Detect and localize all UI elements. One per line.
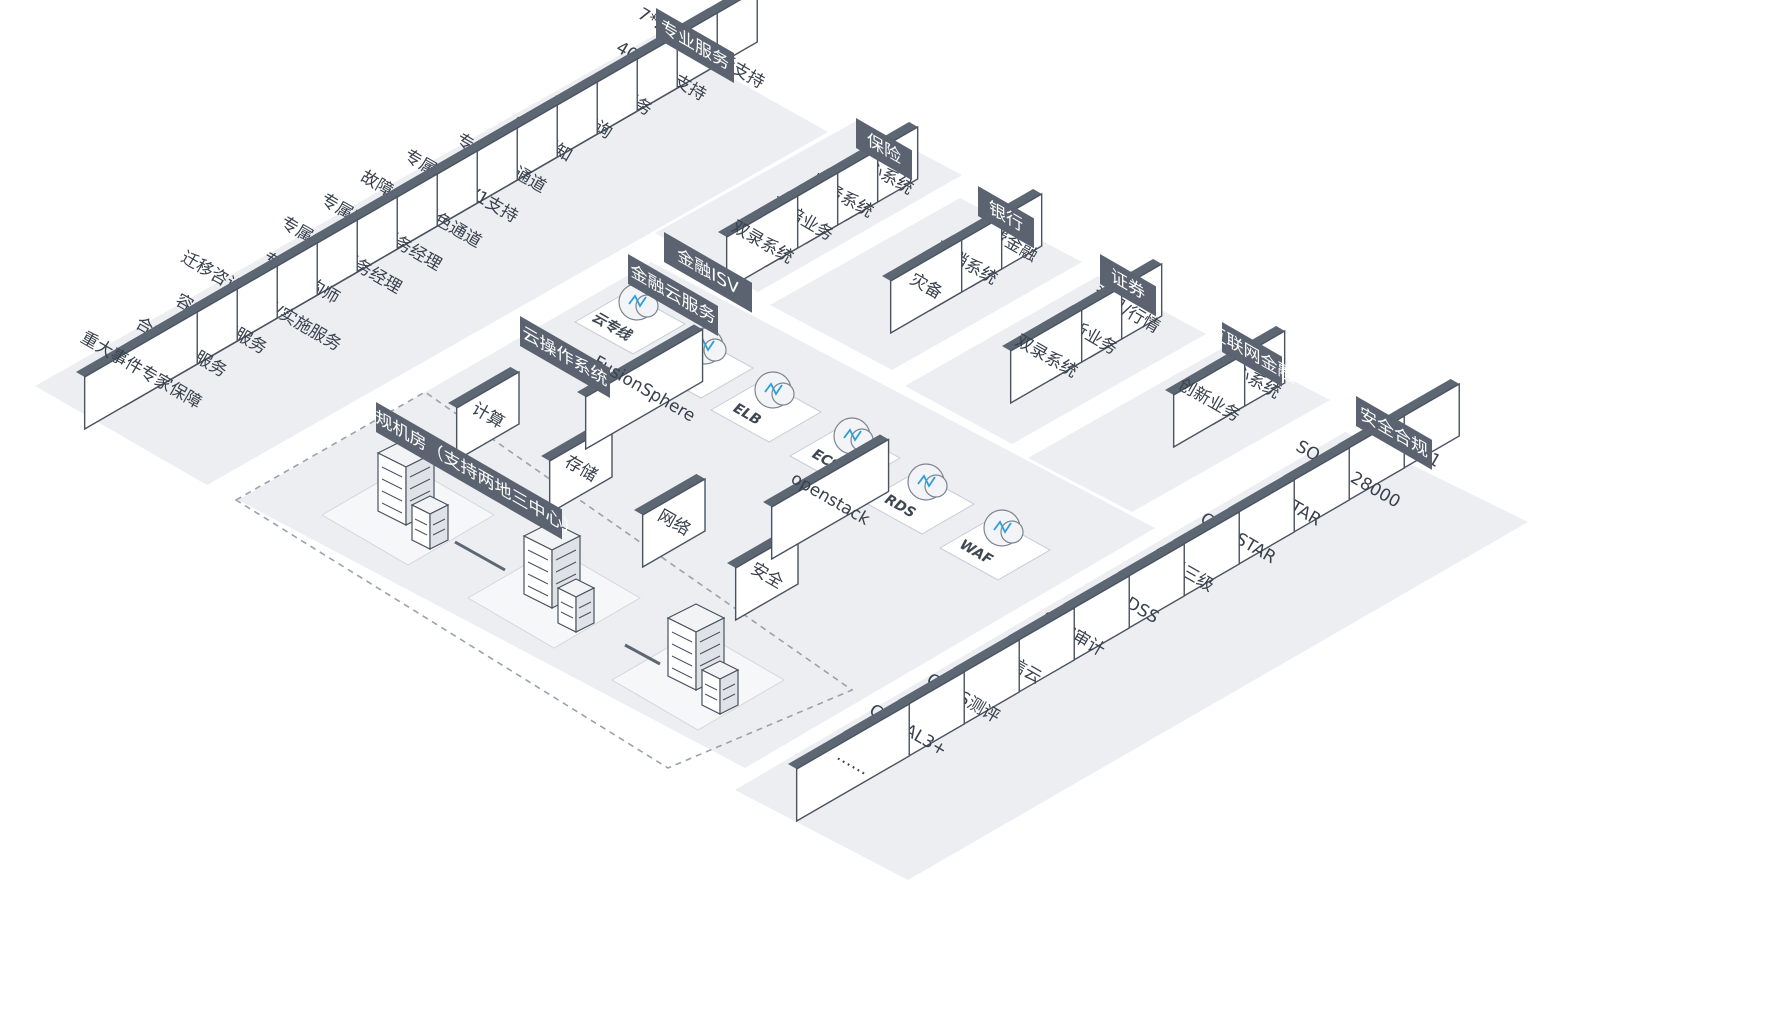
datacenter-site [611, 603, 785, 731]
service-tile [938, 517, 1052, 581]
insurance-card: 双录系统 [718, 191, 799, 291]
bank-card: 灾备 [882, 235, 963, 335]
card-front [641, 477, 706, 569]
site-link [454, 540, 506, 572]
openstack-card: openstack [763, 434, 890, 561]
waf-icon [983, 509, 1024, 547]
elb-icon [754, 371, 795, 409]
compliance-card: …… [788, 699, 910, 823]
datacenter-area [321, 438, 785, 731]
tag-background [628, 254, 718, 336]
tag-background [376, 402, 562, 540]
tag-background [520, 316, 610, 398]
card-top [1002, 305, 1082, 351]
platform-pro-services [35, 35, 828, 485]
securities-card: 双录系统 [1002, 305, 1083, 405]
datacenter-site [467, 521, 641, 649]
card-top [718, 191, 798, 237]
tag-background [1222, 322, 1282, 387]
card-top [788, 699, 910, 769]
card-top [448, 367, 520, 408]
service-tile [709, 379, 823, 443]
card-front [1172, 352, 1246, 449]
card-front [795, 702, 910, 823]
card-top [882, 235, 962, 281]
card-front [770, 438, 890, 561]
card-top [634, 474, 706, 515]
tag-background [1356, 396, 1432, 470]
rds-icon [907, 463, 948, 501]
card-front [1009, 308, 1083, 405]
datacenter-outline [234, 391, 854, 769]
tag-background [664, 231, 752, 313]
cloud-service-rds: RDS [862, 463, 976, 535]
service-tile [573, 291, 687, 355]
card-top [763, 434, 889, 507]
tag-background [856, 118, 912, 181]
platform-compliance [735, 432, 1528, 880]
cloud-service-elb: ELB [709, 371, 823, 443]
tag-background [978, 186, 1034, 249]
card-front [455, 370, 520, 462]
card-front [889, 238, 963, 335]
card-front [584, 328, 704, 451]
datacenter-site [321, 438, 495, 566]
cloud-os-card: 网络 [634, 474, 706, 569]
cloud-os-card: 计算 [448, 367, 520, 462]
service-tile [862, 471, 976, 535]
tag-background [1100, 254, 1156, 317]
tag-background [656, 8, 734, 84]
cloud-service-云专线: 云专线 [573, 283, 687, 355]
site-link [624, 643, 661, 666]
card-top [1165, 349, 1245, 395]
card-front [83, 310, 198, 431]
card-top [76, 307, 198, 377]
